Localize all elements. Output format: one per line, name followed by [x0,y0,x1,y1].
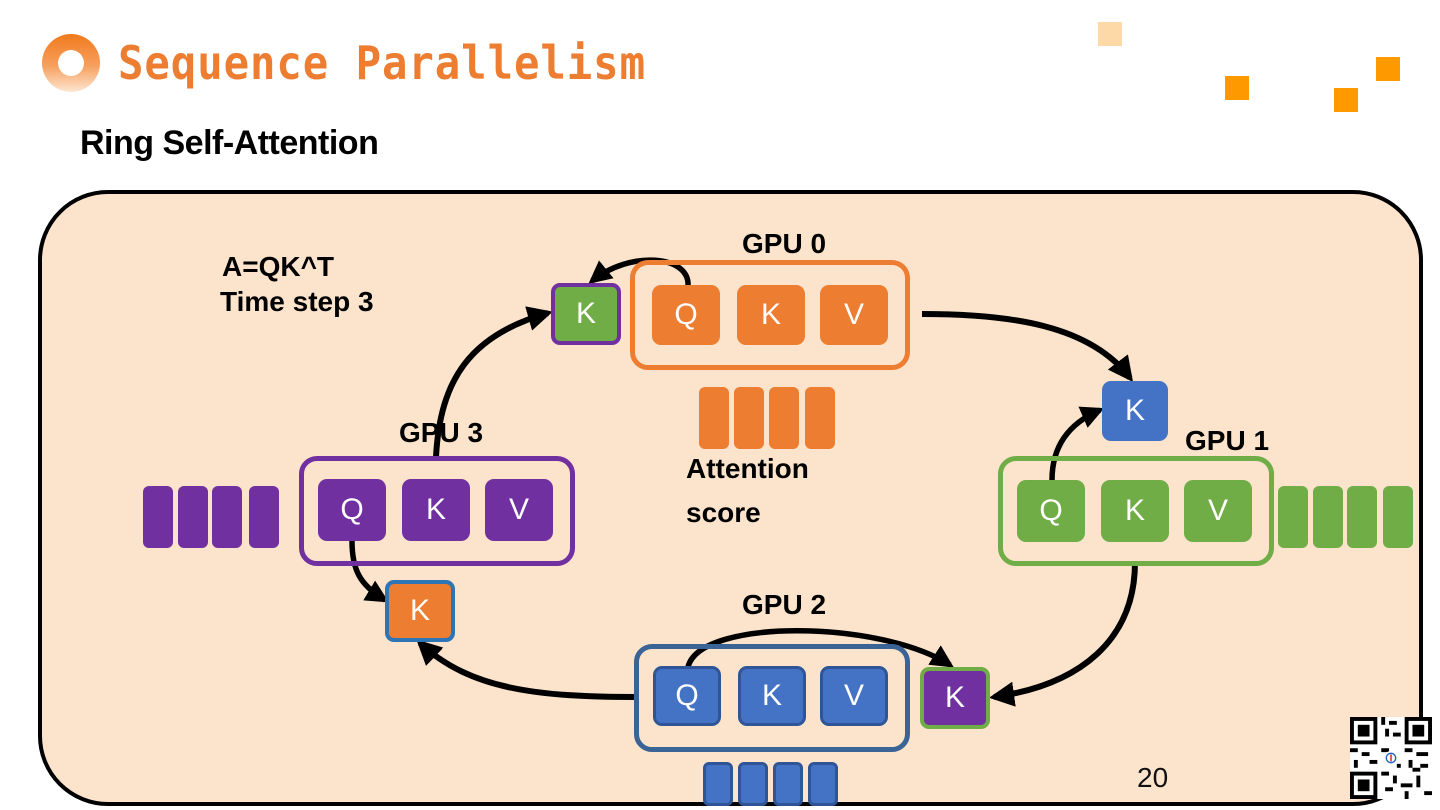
gpu2-received-k-tile: K [920,667,990,729]
ring-arrow-gpu1-to-gpu2 [989,561,1138,707]
gpu1-k-tile: K [1101,480,1169,542]
gpu1-score-block [1383,486,1413,548]
gpu0-score-block [769,387,799,449]
gpu0-k-tile: K [737,285,805,345]
gpu1-v-tile: V [1184,480,1252,542]
ring-arrow-gpu2-to-gpu3 [416,639,637,700]
time-step-label: Time step 3 [220,286,374,317]
gpu3-v-tile: V [485,479,553,541]
gpu2-box [634,644,910,752]
page-number: 20 [1137,762,1169,793]
gpu1-score-block [1347,486,1377,548]
gpu0-v-tile: V [820,285,888,345]
formula-label: A=QK^T [222,251,335,282]
qr-code-icon [1350,717,1432,799]
slide-title: Sequence Parallelism [118,36,646,90]
q-arrow-gpu3 [349,540,389,603]
gpu0-score-block [805,387,835,449]
gpu2-score-block [703,762,733,806]
ring-arrow-gpu0-to-gpu1 [921,311,1134,383]
gpu0-received-k-tile: K [551,283,621,345]
attention-score-label-2: score [686,497,761,528]
gpu0-score-block [699,387,729,449]
gpu3-box [299,456,575,566]
gpu3-k-tile: K [402,479,470,541]
q-arrow-gpu2 [685,628,954,669]
gpu1-score-block [1313,486,1343,548]
ring-arrow-gpu3-to-gpu0 [433,306,553,458]
gpu2-score-block [738,762,768,806]
gpu2-score-block [773,762,803,806]
gpu2-k-tile: K [738,666,806,726]
gpu0-box [630,260,910,370]
gpu3-score-block [249,486,279,548]
gpu3-q-tile: Q [318,479,386,541]
decor-square [1376,57,1400,81]
attention-score-label: Attention [686,453,809,484]
gpu1-score-block [1278,486,1308,548]
gpu2-score-block [808,762,838,806]
gpu2-q-tile: Q [653,666,721,726]
decor-square [1334,88,1358,112]
slide-subtitle: Ring Self-Attention [80,124,379,162]
gpu3-score-block [143,486,173,548]
gpu1-box [998,456,1274,566]
gpu3-label: GPU 3 [399,417,484,448]
gpu0-label: GPU 0 [742,228,827,259]
gpu1-label: GPU 1 [1185,425,1270,456]
decor-square [1225,76,1249,100]
gpu3-score-block [212,486,242,548]
gpu2-label: GPU 2 [742,589,827,620]
orange-ring-icon [42,34,100,92]
gpu0-score-block [734,387,764,449]
q-arrow-gpu1 [1049,406,1105,481]
gpu2-v-tile: V [820,666,888,726]
decor-square-light [1098,22,1122,46]
gpu3-score-block [178,486,208,548]
gpu1-q-tile: Q [1017,480,1085,542]
gpu1-received-k-tile: K [1102,381,1168,441]
gpu0-q-tile: Q [652,285,720,345]
gpu3-received-k-tile: K [385,580,455,642]
